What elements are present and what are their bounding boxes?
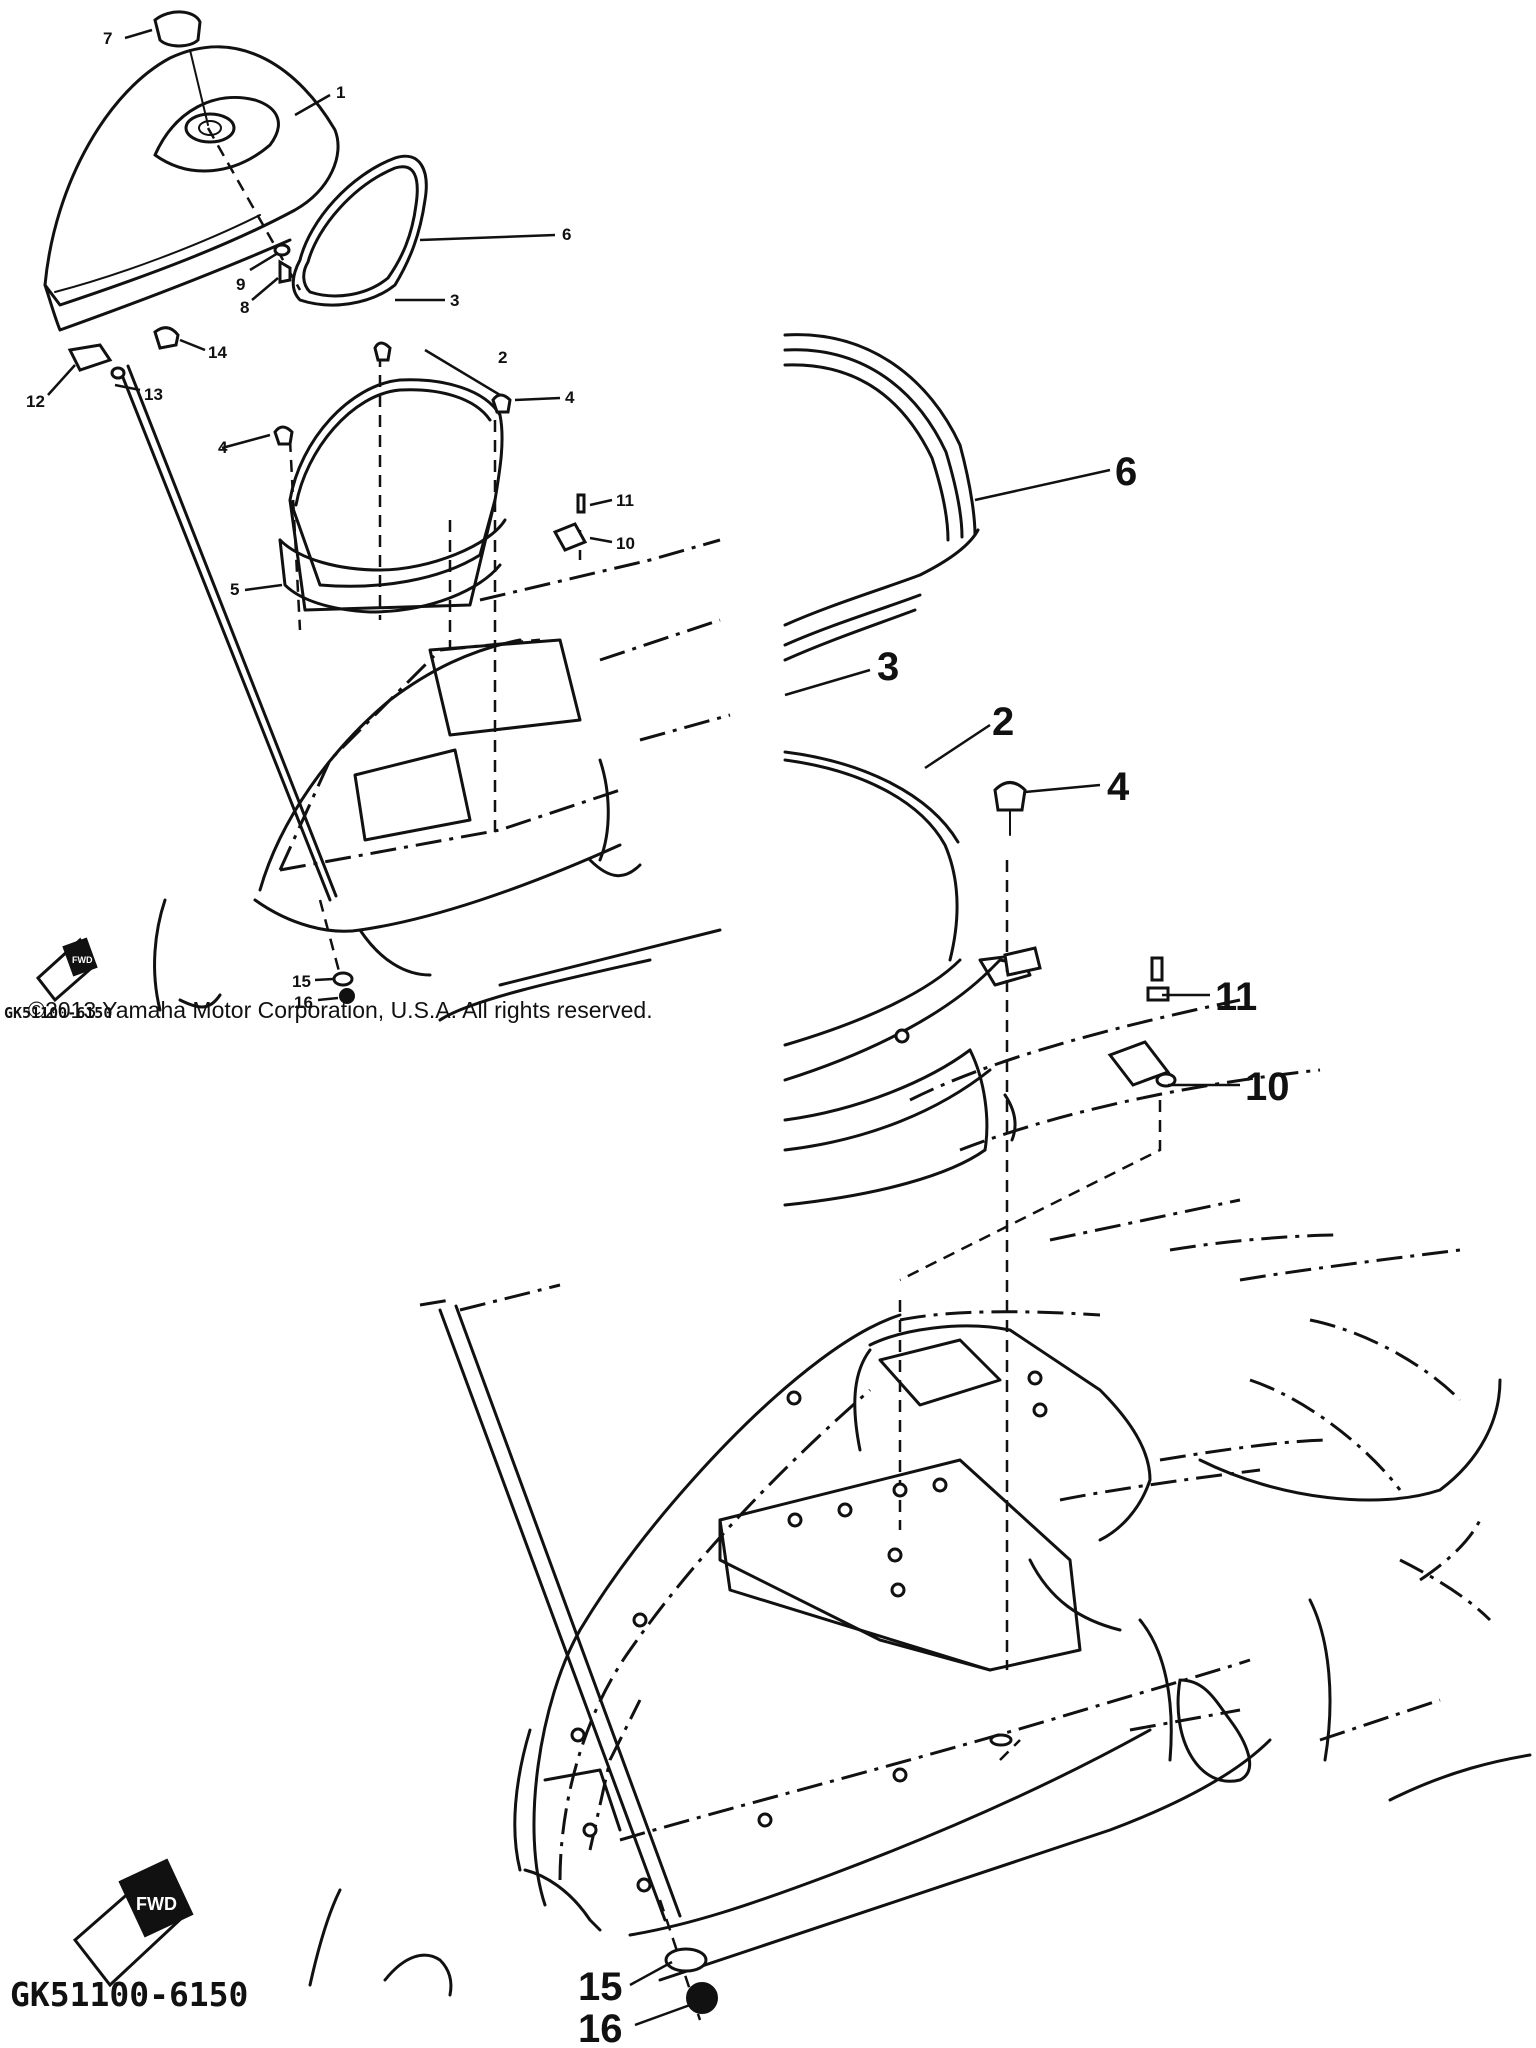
cap-part: [153, 10, 209, 126]
callout-13: 13: [144, 385, 163, 404]
hardware-detail: [543, 781, 1177, 2014]
diagram-code-small: GK51100-6150: [4, 1004, 112, 1022]
callout-11-detail: 11: [1215, 975, 1257, 1019]
callout-1: 1: [336, 83, 345, 102]
support-rod: [118, 364, 338, 902]
callout-2: 2: [498, 348, 507, 367]
seal-ring-detail: [783, 333, 980, 662]
callout-5: 5: [230, 580, 239, 599]
callout-6-detail: 6: [1115, 450, 1137, 494]
diagram-code-large: GK51100-6150: [10, 1975, 248, 2014]
callout-7: 7: [103, 29, 112, 48]
callout-4-detail: 4: [1107, 765, 1130, 809]
callout-8: 8: [240, 298, 249, 317]
callout-4-left: 4: [218, 438, 228, 457]
callout-4-right: 4: [565, 388, 575, 407]
hull-contours-detail: [419, 998, 1492, 1881]
callout-14: 14: [208, 343, 227, 362]
callout-12: 12: [26, 392, 45, 411]
hull-deck: [153, 538, 731, 1022]
fwd-marker-large: FWD: [72, 1858, 194, 1988]
callout-2-detail: 2: [992, 700, 1014, 744]
callout-15-detail: 15: [578, 1965, 623, 2009]
assembly-lines-detail: [658, 860, 1162, 2021]
storage-box-detail: [783, 750, 1032, 1207]
copyright-notice: ©2013 Yamaha Motor Corporation, U.S.A. A…: [28, 997, 653, 1023]
detail-leaders: [629, 468, 1240, 2027]
callout-10: 10: [616, 534, 635, 553]
hood-cover: [43, 45, 340, 332]
seal-ring: [291, 154, 428, 307]
callout-6: 6: [562, 225, 571, 244]
detail-diagram: FWD 6 3 2 4 11 10 15 16 GK51100-6150: [10, 333, 1532, 2048]
callout-3-detail: 3: [877, 645, 899, 689]
callout-16-detail: 16: [578, 2007, 623, 2048]
storage-box: [278, 378, 507, 614]
fwd-label-large: FWD: [136, 1894, 177, 1914]
callout-3: 3: [450, 291, 459, 310]
fwd-marker-small: FWD: [35, 937, 98, 1003]
overview-leaders: [47, 28, 613, 1002]
fwd-label-small: FWD: [72, 955, 93, 965]
overview-callouts: 1 2 3 4 4 5 6 7 8 9 10 11 12 13 14 15 16…: [4, 29, 635, 1022]
callout-16: 16: [294, 993, 313, 1012]
callout-10-detail: 10: [1245, 1065, 1290, 1109]
hull-detail: [308, 1313, 1532, 1997]
callout-15: 15: [292, 972, 311, 991]
detail-callouts: 6 3 2 4 11 10 15 16 GK51100-6150: [10, 450, 1290, 2048]
callout-11: 11: [616, 491, 634, 510]
overview-diagram: FWD 1 2 3 4 4: [4, 10, 731, 1022]
hardware-parts: [67, 243, 588, 1004]
callout-9: 9: [236, 275, 245, 294]
support-rod-detail: [438, 1304, 682, 1922]
